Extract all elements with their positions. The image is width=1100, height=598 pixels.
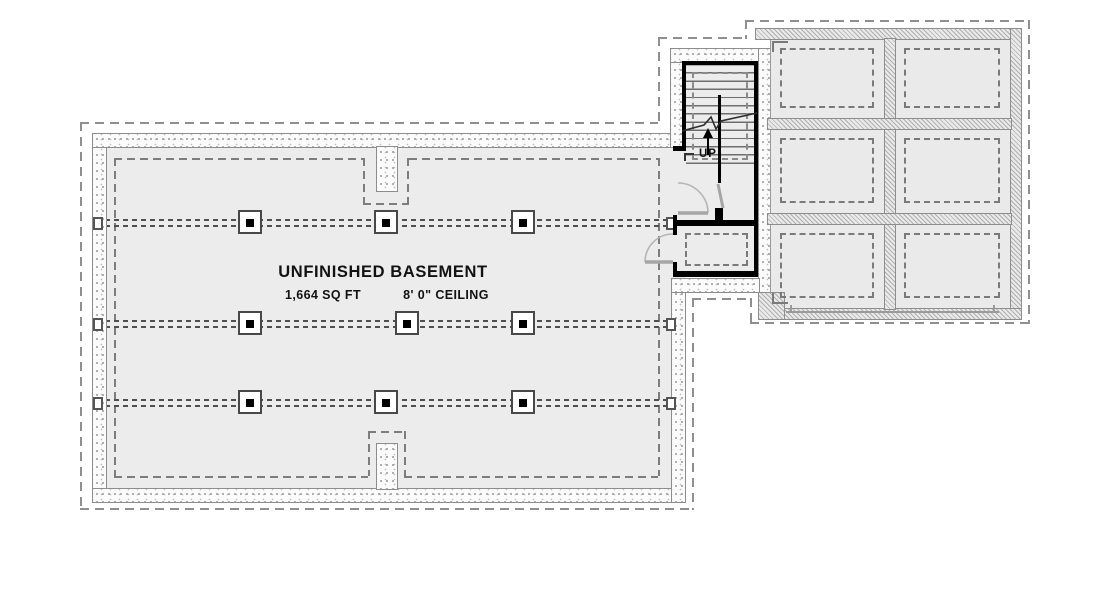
foundation-wall-band xyxy=(671,278,760,293)
column-post xyxy=(374,210,398,234)
footing-dash-line xyxy=(363,203,409,205)
garage-footing-dash xyxy=(780,138,874,203)
understair-room-wall xyxy=(673,220,758,226)
stair-wall xyxy=(754,61,758,275)
outline-dash-segment xyxy=(692,298,752,300)
column-post xyxy=(374,390,398,414)
outline-dash-segment xyxy=(745,20,747,39)
footing-dash-line xyxy=(409,158,658,160)
garage-wall-band xyxy=(767,213,1012,225)
stair-stringer xyxy=(718,95,721,183)
garage-door-notch xyxy=(786,305,792,313)
outline-dash-segment xyxy=(658,37,747,39)
outline-dash-segment xyxy=(80,122,82,510)
foundation-wall-band xyxy=(92,133,673,148)
footing-dash-line xyxy=(368,431,370,476)
outline-dash-segment xyxy=(658,37,660,124)
beam-pocket xyxy=(666,318,676,331)
beam-pocket xyxy=(666,397,676,410)
stair-wall xyxy=(673,146,686,151)
up-label: UP xyxy=(699,148,717,160)
door-jamb-post xyxy=(715,208,723,220)
garage-wall-band xyxy=(755,28,1022,40)
stair-wall xyxy=(682,61,758,65)
garage-door-line xyxy=(790,311,995,313)
stair-wall xyxy=(673,262,677,277)
beam-pocket xyxy=(93,318,103,331)
understair-room-dash xyxy=(685,233,748,266)
outline-dash-segment xyxy=(80,122,658,124)
room-ceiling-label: 8' 0" CEILING xyxy=(403,288,489,302)
garage-wall-band xyxy=(767,118,1012,130)
outline-dash-segment xyxy=(750,322,1030,324)
footing-dash-line xyxy=(114,158,363,160)
corner-hook xyxy=(772,293,788,304)
foundation-wall-band xyxy=(92,488,686,503)
footing-dash-line xyxy=(114,476,368,478)
garage-footing-dash xyxy=(780,233,874,298)
outline-dash-segment xyxy=(1028,20,1030,324)
up-label-tick xyxy=(684,153,686,161)
footing-dash-line xyxy=(363,158,365,203)
up-arrow-shaft xyxy=(707,137,709,155)
outline-dash-segment xyxy=(750,298,752,324)
up-label-tick xyxy=(684,153,694,155)
understair-room-wall xyxy=(673,271,758,277)
footing-dash-line xyxy=(407,158,409,203)
beam-line xyxy=(105,320,671,328)
room-title: UNFINISHED BASEMENT xyxy=(278,263,488,281)
column-post xyxy=(511,390,535,414)
outline-dash-segment xyxy=(692,298,694,510)
footing-dash-line xyxy=(404,431,406,476)
pilaster xyxy=(376,146,398,192)
footing-dash-line xyxy=(114,158,116,476)
garage-footing-dash xyxy=(904,48,1000,108)
outline-dash-segment xyxy=(745,20,1030,22)
column-post xyxy=(238,210,262,234)
foundation-wall-band xyxy=(670,48,773,63)
foundation-wall-band xyxy=(671,288,686,503)
garage-footing-dash xyxy=(904,233,1000,298)
garage-door-notch xyxy=(993,305,999,313)
up-arrow-icon xyxy=(703,128,713,138)
garage-footing-dash xyxy=(904,138,1000,203)
column-post xyxy=(511,311,535,335)
footing-dash-line xyxy=(658,158,660,476)
column-post xyxy=(238,311,262,335)
footing-dash-line xyxy=(368,431,406,433)
corner-hook xyxy=(772,41,788,52)
room-area-label: 1,664 SQ FT xyxy=(285,288,361,302)
garage-wall-band xyxy=(758,292,785,320)
beam-pocket xyxy=(93,397,103,410)
garage-footing-dash xyxy=(780,48,874,108)
beam-pocket xyxy=(93,217,103,230)
pilaster xyxy=(376,443,398,490)
garage-wall-band xyxy=(884,38,896,310)
column-post xyxy=(238,390,262,414)
stair-wall xyxy=(682,61,686,146)
basement-floor xyxy=(105,146,673,490)
column-post xyxy=(395,311,419,335)
footing-dash-line xyxy=(404,476,658,478)
garage-wall-band xyxy=(1010,28,1022,320)
outline-dash-segment xyxy=(80,508,694,510)
column-post xyxy=(511,210,535,234)
